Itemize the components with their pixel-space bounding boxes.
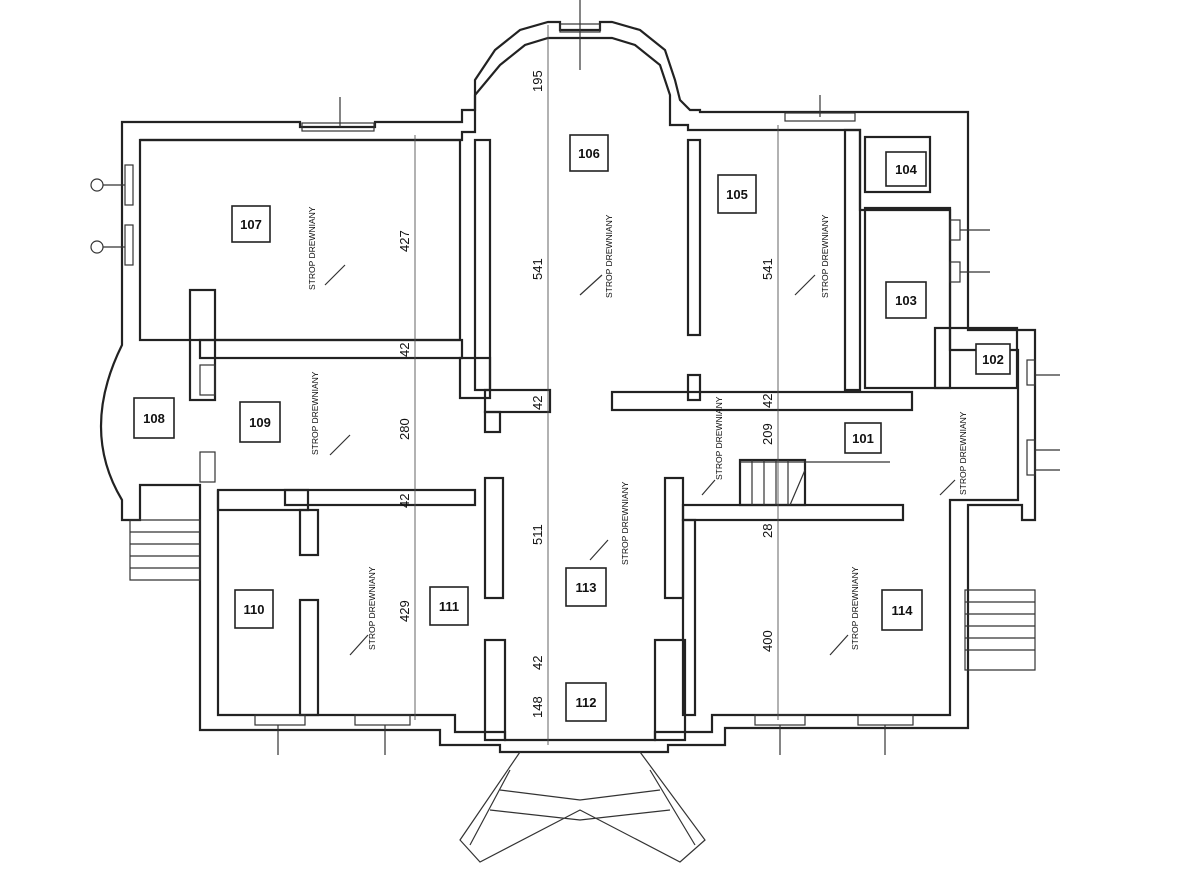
room-109: 109 <box>239 401 281 443</box>
dimension-lines <box>414 25 779 745</box>
dim-label: 42 <box>530 656 545 670</box>
svg-text:106: 106 <box>578 146 600 161</box>
room-113: 113 <box>565 567 607 607</box>
dim-label: 511 <box>530 524 545 545</box>
stairs <box>129 519 1036 863</box>
dim-label: 28 <box>760 524 775 538</box>
room-108: 108 <box>133 397 175 439</box>
room-104: 104 <box>885 151 927 187</box>
svg-text:110: 110 <box>244 602 265 617</box>
svg-text:112: 112 <box>576 695 597 710</box>
dim-label: 427 <box>397 230 412 252</box>
svg-text:102: 102 <box>982 352 1004 367</box>
dim-label: 148 <box>530 696 545 718</box>
svg-text:104: 104 <box>895 162 917 177</box>
ceiling-note: STROP DREWNIANY <box>958 411 968 495</box>
dim-label: 541 <box>530 258 545 280</box>
room-106: 106 <box>569 134 609 172</box>
room-105: 105 <box>717 174 757 214</box>
ceiling-note: STROP DREWNIANY <box>307 206 317 290</box>
room-103: 103 <box>885 281 927 319</box>
ceiling-note: STROP DREWNIANY <box>820 214 830 298</box>
ceiling-note: STROP DREWNIANY <box>714 396 724 480</box>
room-101: 101 <box>844 422 882 454</box>
dim-label: 42 <box>397 343 412 357</box>
room-112: 112 <box>565 682 607 722</box>
dim-label: 280 <box>397 418 412 440</box>
ceiling-note: STROP DREWNIANY <box>850 566 860 650</box>
room-102: 102 <box>975 343 1011 375</box>
ceiling-note: STROP DREWNIANY <box>620 481 630 565</box>
room-110: 110 <box>234 589 274 629</box>
room-111: 111 <box>429 586 469 626</box>
dim-label: 429 <box>397 600 412 622</box>
ceiling-note: STROP DREWNIANY <box>604 214 614 298</box>
svg-text:103: 103 <box>895 293 917 308</box>
ceiling-notes: STROP DREWNIANY STROP DREWNIANY STROP DR… <box>307 206 968 656</box>
interior-walls <box>138 128 1019 742</box>
svg-text:111: 111 <box>439 599 459 614</box>
ceiling-note: STROP DREWNIANY <box>310 371 320 455</box>
dim-label: 541 <box>760 258 775 280</box>
outer-wall <box>99 20 1037 754</box>
dim-label: 195 <box>530 70 545 92</box>
room-114: 114 <box>881 589 923 631</box>
room-labels: 101 102 103 104 105 106 107 108 109 110 … <box>133 134 1011 722</box>
room-107: 107 <box>231 205 271 243</box>
dim-label: 209 <box>760 423 775 445</box>
svg-text:113: 113 <box>576 580 597 595</box>
dim-label: 42 <box>760 394 775 408</box>
windows <box>90 0 1060 755</box>
dimension-labels: 195 541 541 427 42 42 42 280 209 42 511 … <box>397 70 775 718</box>
svg-text:114: 114 <box>892 603 914 618</box>
dim-label: 42 <box>397 494 412 508</box>
ceiling-note: STROP DREWNIANY <box>367 566 377 650</box>
svg-text:109: 109 <box>249 415 271 430</box>
svg-text:101: 101 <box>852 431 874 446</box>
dim-label: 400 <box>760 630 775 652</box>
svg-text:105: 105 <box>726 187 748 202</box>
svg-text:107: 107 <box>240 217 262 232</box>
dim-label: 42 <box>530 396 545 410</box>
svg-text:108: 108 <box>143 411 165 426</box>
